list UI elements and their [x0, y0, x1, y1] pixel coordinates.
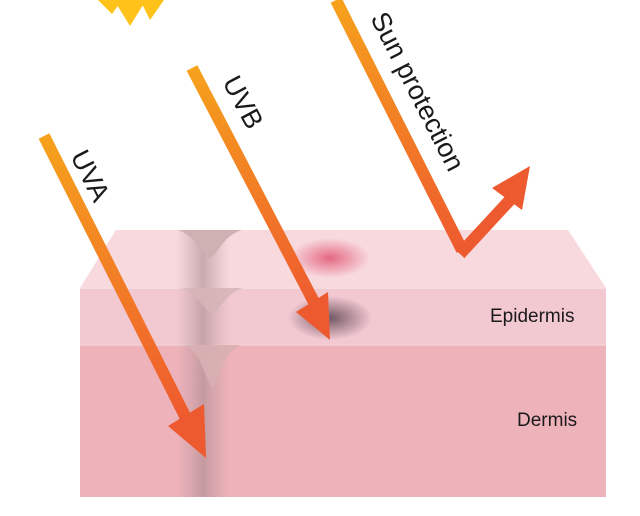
uvb-damage-spot [288, 296, 372, 340]
uva-ray [38, 133, 206, 458]
dermis-label: Dermis [517, 410, 577, 431]
sun-protection-arrowhead [492, 166, 530, 210]
uvb-arrowhead [296, 292, 330, 340]
epidermis-label: Epidermis [490, 306, 574, 327]
uva-arrowhead [168, 404, 206, 458]
sun-icon [98, 0, 164, 26]
uvb-ray [186, 65, 330, 340]
uvb-burn-spot [290, 238, 370, 278]
sun-protection-ray [330, 0, 530, 259]
